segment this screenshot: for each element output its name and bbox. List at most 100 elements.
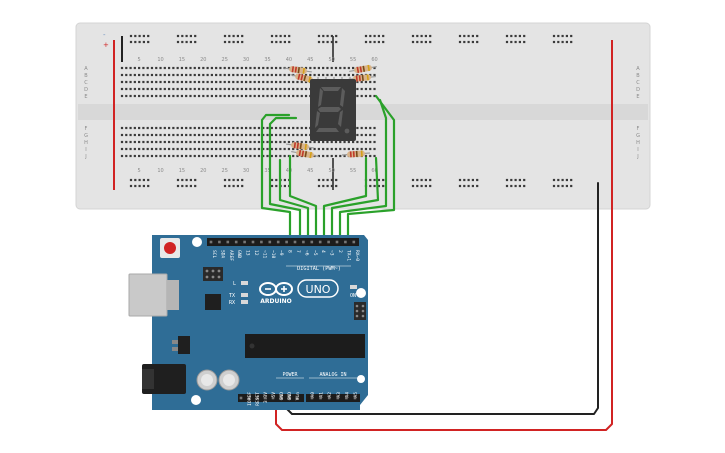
rail-hole (561, 34, 564, 38)
breadboard-hole (369, 154, 372, 158)
seven-segment-display[interactable] (310, 77, 356, 141)
column-number: 30 (243, 57, 249, 63)
breadboard-hole (300, 80, 303, 84)
breadboard-hole (232, 73, 235, 77)
breadboard-hole (146, 73, 149, 77)
breadboard-hole (197, 154, 201, 158)
breadboard-hole (197, 87, 201, 91)
breadboard-hole (138, 94, 141, 98)
breadboard-hole (309, 147, 312, 151)
rail-hole (194, 178, 197, 182)
breadboard-hole (125, 147, 128, 151)
rail-hole (373, 40, 376, 44)
rail-hole (142, 40, 145, 44)
breadboard-hole (245, 140, 248, 144)
breadboard-hole (274, 133, 278, 137)
breadboard-hole (270, 126, 273, 130)
breadboard-hole (343, 147, 346, 151)
row-letter: J (636, 154, 638, 160)
breadboard-hole (176, 73, 179, 77)
rail-hole (510, 34, 513, 38)
green-wires[interactable] (260, 94, 396, 242)
row-letter: E (636, 94, 639, 100)
row-letter: F (637, 126, 640, 132)
resistors[interactable] (284, 64, 378, 160)
rail-minus-label: - (103, 31, 106, 39)
rail-hole (518, 34, 521, 38)
breadboard-hole (185, 133, 188, 137)
rail-hole (228, 40, 231, 44)
breadboard-hole (227, 87, 231, 91)
rail-hole (565, 184, 568, 188)
segment-c (338, 110, 343, 127)
breadboard-hole (150, 154, 154, 158)
rail-hole (416, 178, 419, 182)
breadboard-hole (206, 140, 209, 144)
wire-green-1 (260, 113, 292, 242)
breadboard-hole (249, 73, 252, 77)
resistor (286, 142, 314, 150)
breadboard-hole (159, 133, 162, 137)
breadboard-hole (210, 126, 213, 130)
breadboard-hole (167, 133, 171, 137)
rail-hole (420, 40, 423, 44)
rail-hole (275, 34, 278, 38)
breadboard-hole (274, 140, 278, 144)
breadboard-hole (313, 140, 316, 144)
breadboard-hole (146, 133, 149, 137)
breadboard-hole (343, 66, 346, 70)
breadboard-hole (279, 126, 282, 130)
breadboard-hole (245, 80, 248, 84)
breadboard-hole (227, 147, 231, 151)
breadboard-hole (138, 66, 141, 70)
wire-red-5v[interactable] (275, 189, 613, 431)
rail-hole (236, 184, 239, 188)
rail-hole (467, 184, 470, 188)
breadboard-hole (369, 133, 372, 137)
breadboard-hole (185, 140, 188, 144)
breadboard-hole (219, 147, 222, 151)
capacitor-top (223, 374, 235, 386)
rail-hole (471, 40, 474, 44)
row-letter: I (637, 147, 638, 153)
breadboard-hole (206, 66, 209, 70)
rail-hole (463, 40, 466, 44)
rail-hole (176, 178, 180, 182)
power-pin-label: RESET (255, 392, 261, 406)
breadboard-hole (159, 154, 162, 158)
wires[interactable] (260, 94, 613, 431)
breadboard-hole (262, 126, 265, 130)
wire-green-3 (278, 158, 310, 242)
breadboard-hole (172, 87, 175, 91)
breadboard-hole (257, 126, 261, 130)
rail-hole (181, 178, 184, 182)
breadboard-hole (155, 140, 158, 144)
breadboard-hole (292, 94, 295, 98)
breadboard-hole (125, 80, 128, 84)
breadboard-hole (245, 147, 248, 151)
breadboard-hole (279, 140, 282, 144)
breadboard-hole (219, 73, 222, 77)
breadboard-hole (245, 94, 248, 98)
header-pin (218, 240, 221, 244)
breadboard-center-channel (78, 104, 648, 120)
display-segments (315, 87, 350, 134)
rail-hole (322, 40, 325, 44)
breadboard-hole (219, 94, 222, 98)
breadboard-hole (142, 94, 145, 98)
breadboard-hole (223, 94, 226, 98)
breadboard-hole (227, 73, 231, 77)
breadboard-hole (334, 140, 338, 144)
reset-button[interactable] (164, 242, 176, 254)
rail-hole (476, 34, 479, 38)
breadboard-hole (300, 133, 303, 137)
rail-hole (523, 40, 526, 44)
rail-hole (326, 40, 329, 44)
rail-hole (476, 184, 479, 188)
breadboard-hole (176, 87, 179, 91)
rail-hole (270, 40, 274, 44)
